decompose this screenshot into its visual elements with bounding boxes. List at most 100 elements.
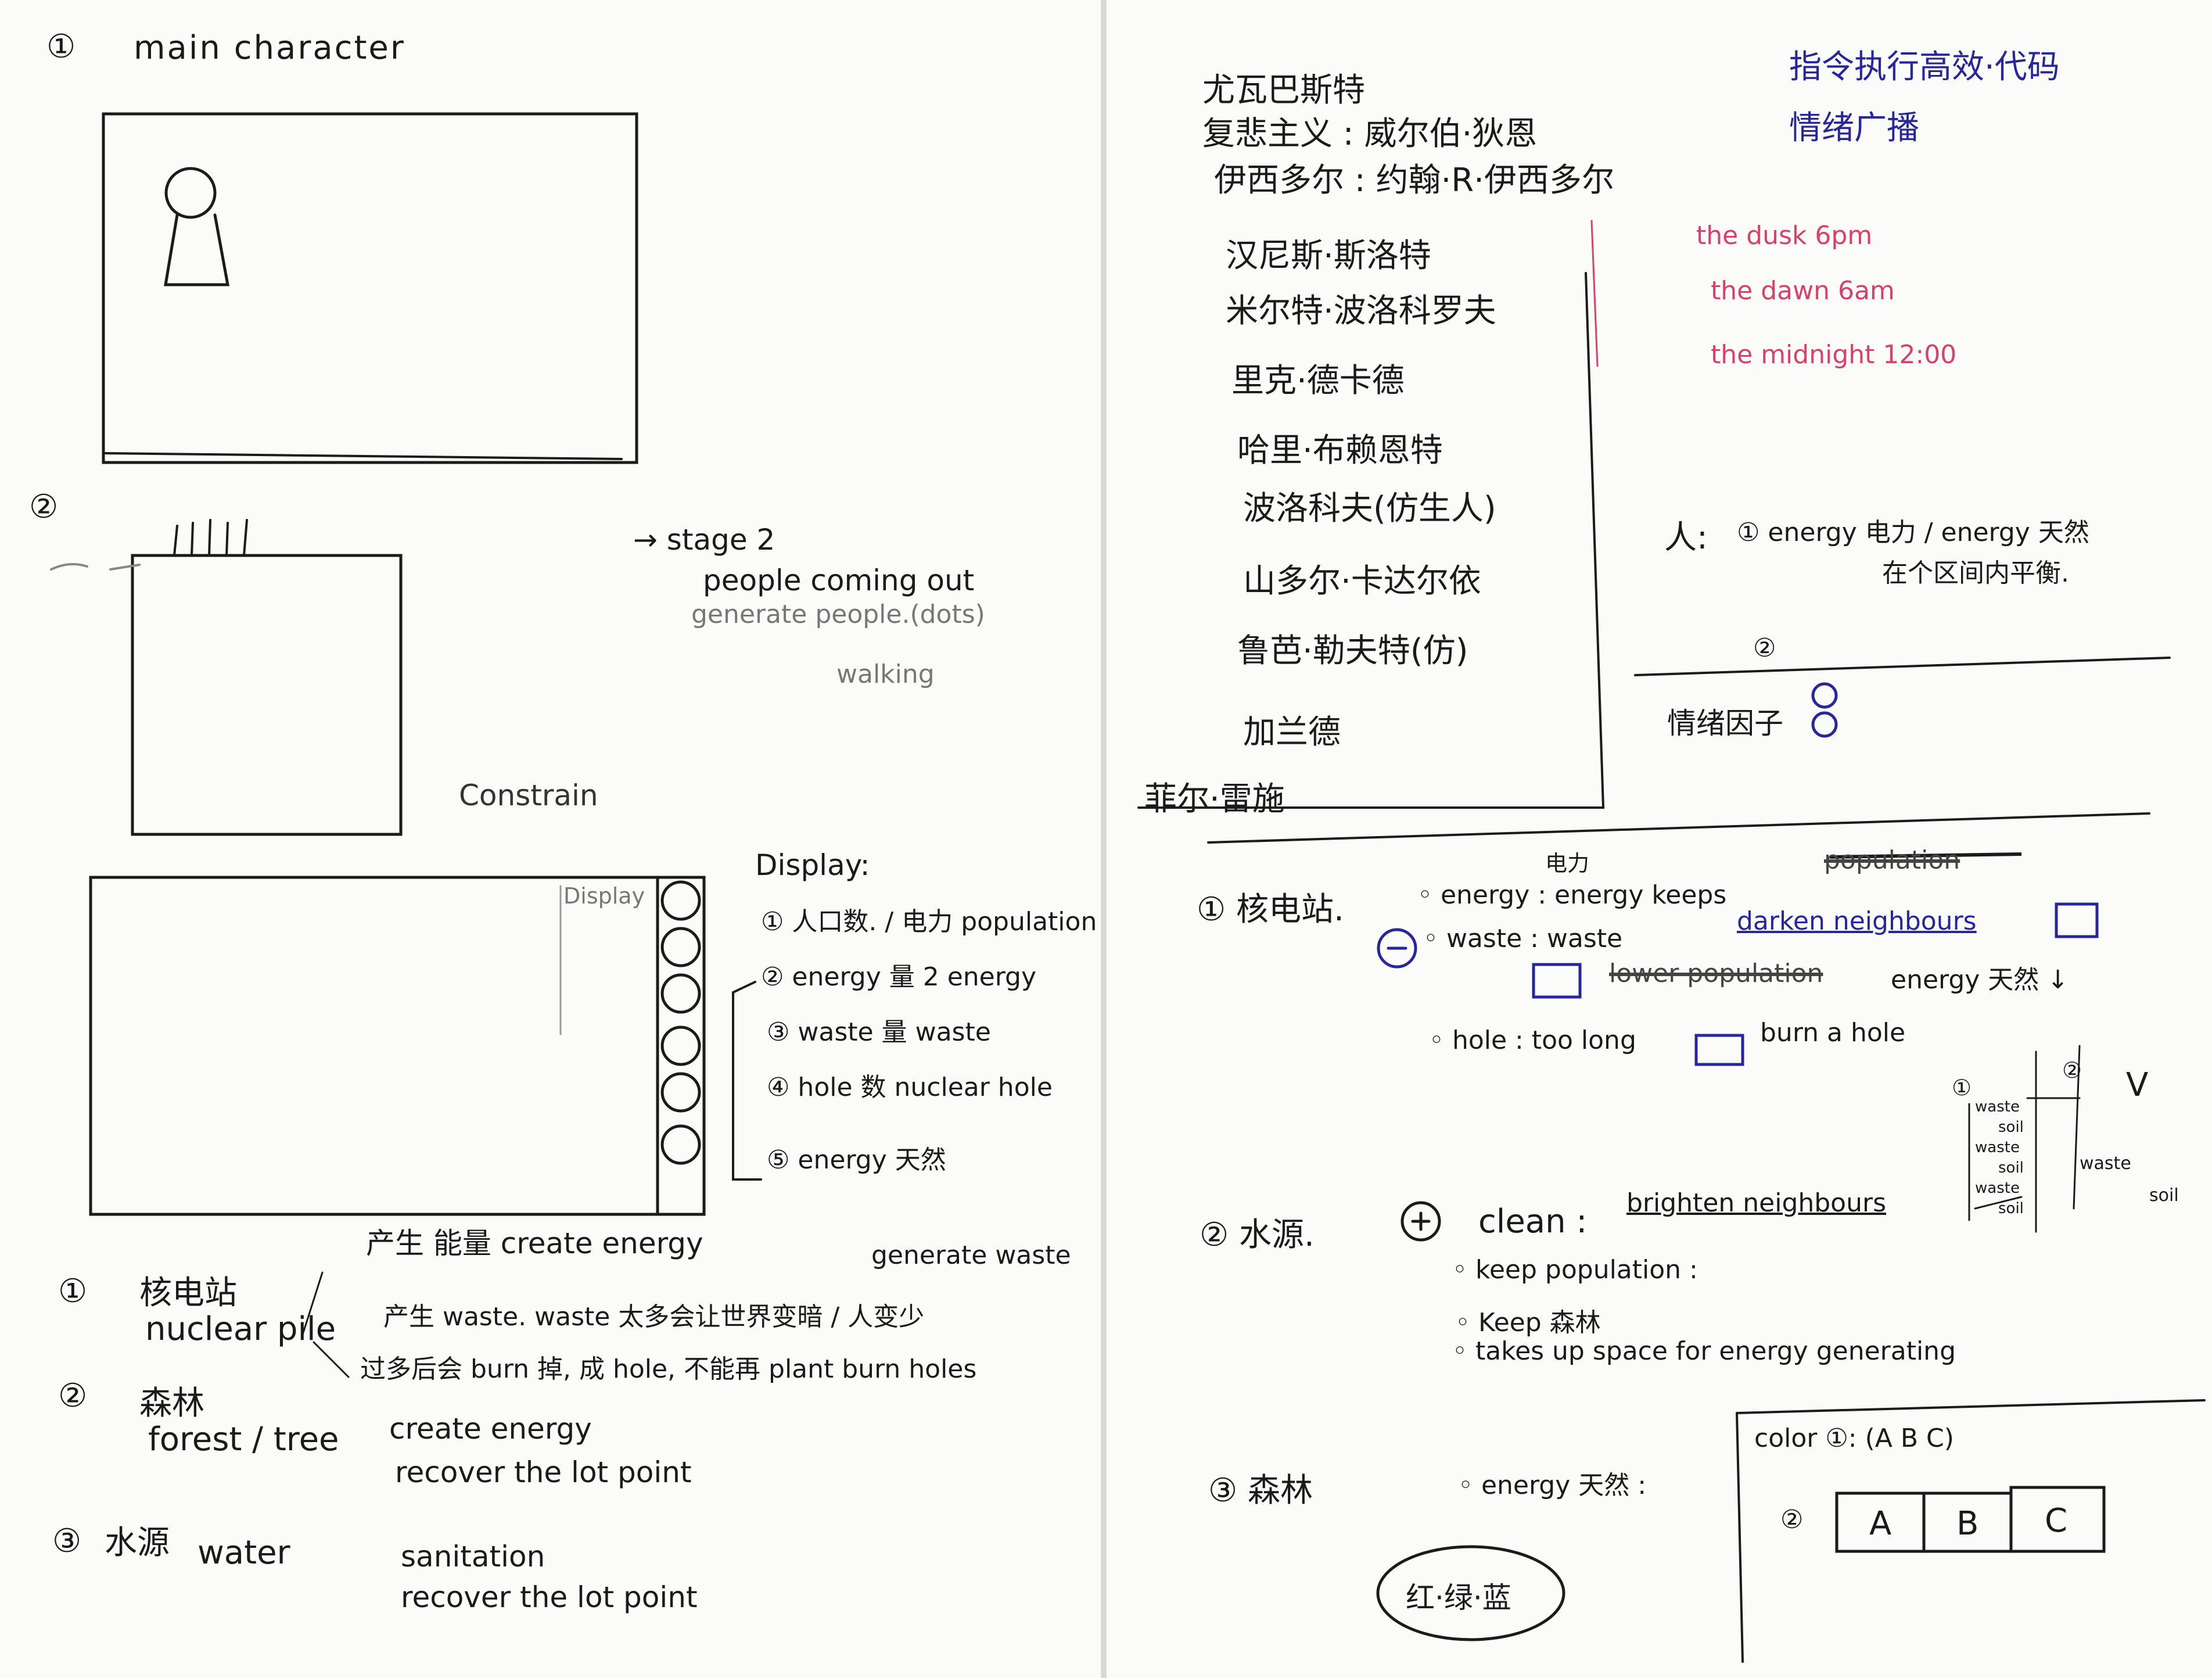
name-3: 伊西多尔 : 约翰·R·伊西多尔 [1214, 162, 1614, 199]
people-ticks [173, 519, 248, 557]
note2-line-b: recover the lot point [395, 1455, 692, 1489]
walking-label: walking [836, 659, 935, 689]
constrain-label: Constrain [459, 779, 598, 812]
name-8: 波洛科夫(仿生人) [1243, 490, 1496, 528]
people-coming-out: people coming out [703, 564, 975, 597]
diag-s2: soil [1998, 1159, 2024, 1177]
name-7: 哈里·布赖恩特 [1237, 432, 1443, 469]
note2-cn: 森林 [139, 1385, 204, 1422]
diag-w1: waste [1975, 1098, 2020, 1116]
minus-circle [1377, 928, 1417, 969]
generate-people: generate people.(dots) [691, 600, 985, 629]
pile-hole-b: burn a hole [1760, 1018, 1906, 1048]
color-box-frame [1736, 1399, 2206, 1663]
pile-waste-effect: darken neighbours [1737, 906, 1977, 936]
display-mock-label: Display [563, 883, 645, 909]
display-item-4: ④ hole 数 nuclear hole [767, 1073, 1053, 1102]
character-body [164, 213, 229, 286]
pile-hole: ◦ hole : too long [1429, 1026, 1636, 1055]
cell-a: A [1869, 1505, 1892, 1543]
plus-circle [1401, 1201, 1441, 1242]
pile-square-1 [2055, 902, 2099, 938]
people-divider [1634, 657, 2171, 676]
section1-number: ① [46, 28, 76, 66]
names-frame [1137, 272, 2150, 844]
pile-row3: energy 天然 ↓ [1891, 965, 2069, 995]
note1-line-b: 产生 waste. waste 太多会让世界变暗 / 人变少 [383, 1302, 925, 1332]
note1-number: ① [58, 1272, 88, 1310]
display-slot-3 [660, 973, 701, 1014]
section2-number: ② [29, 488, 59, 526]
people-line-b: 在个区间内平衡. [1882, 558, 2069, 588]
time-dusk: the dusk 6pm [1696, 221, 1873, 250]
diag-a: ① [1952, 1075, 1972, 1100]
pile-waste: ◦ waste : waste [1423, 924, 1623, 953]
water-bullet-1: ◦ keep population : [1452, 1255, 1698, 1285]
water-clean: clean : [1478, 1203, 1588, 1240]
character-head [164, 167, 217, 219]
stage2-label: → stage 2 [633, 523, 775, 557]
display-bracket [732, 981, 762, 1181]
note2-line-a: create energy [389, 1412, 592, 1446]
note1-line-c: 过多后会 burn 掉, 成 hole, 不能再 plant burn hole… [360, 1354, 977, 1384]
pile-energy-strike: population [1824, 845, 1960, 875]
display-item-3: ③ waste 量 waste [767, 1017, 991, 1047]
people-line-c: ② [1753, 633, 1776, 663]
note3-line-b: recover the lot point [401, 1580, 698, 1614]
pile-heading: ① 核电站. [1197, 891, 1344, 928]
water-clean-effect: brighten neighbours [1626, 1188, 1887, 1218]
people-line-a: ① energy 电力 / energy 天然 [1737, 518, 2089, 547]
left-page [0, 0, 1101, 1678]
note2-en: forest / tree [148, 1421, 339, 1458]
cell-b: B [1956, 1505, 1979, 1543]
note3-line-a: sanitation [401, 1540, 545, 1573]
display-item-5: ⑤ energy 天然 [767, 1145, 946, 1175]
forest-text: ◦ energy 天然 : [1458, 1471, 1647, 1500]
name-5: 米尔特·波洛科罗夫 [1226, 292, 1496, 330]
generate-waste-note: generate waste [871, 1240, 1071, 1270]
water-heading: ② 水源. [1200, 1216, 1315, 1254]
cell-c-box [2009, 1486, 2106, 1553]
display-mock-frame [89, 876, 706, 1216]
display-slot-5 [660, 1072, 701, 1113]
diag-s1: soil [1998, 1118, 2024, 1136]
diag-w3: waste [1975, 1179, 2020, 1197]
name-6: 里克·德卡德 [1231, 362, 1405, 400]
display-slot-1 [660, 880, 701, 921]
pile-energy-label: 电力 [1545, 851, 1590, 876]
people-label: 人: [1664, 519, 1708, 557]
section1-title: main character [134, 29, 405, 67]
display-list-title: Display: [755, 848, 870, 882]
display-slot-6 [660, 1124, 701, 1165]
name-2: 复悲主义 : 威尔伯·狄恩 [1202, 115, 1538, 153]
diag-s4: soil [2149, 1185, 2179, 1206]
display-item-2: ② energy 量 2 energy [761, 962, 1037, 992]
note2-number: ② [58, 1377, 88, 1415]
name-9: 山多尔·卡达尔依 [1243, 562, 1481, 600]
name-12: 菲尔·雷施 [1144, 780, 1285, 818]
name-1: 尤瓦巴斯特 [1202, 71, 1365, 109]
display-item-1: ① 人口数. / 电力 population [761, 907, 1097, 937]
forest-heading: ③ 森林 [1208, 1472, 1313, 1510]
time-dawn: the dawn 6am [1711, 276, 1895, 306]
pile-square-3 [1694, 1034, 1744, 1066]
rgb-oval [1376, 1545, 1565, 1641]
diag-w2: waste [1975, 1139, 2020, 1156]
color-row-number: ② [1780, 1505, 1804, 1534]
people-line-d: 情绪因子 [1667, 707, 1783, 740]
color-label: color ①: (A B C) [1754, 1424, 1954, 1453]
note3-number: ③ [52, 1522, 82, 1560]
time-midnight: the midnight 12:00 [1711, 340, 1957, 370]
diag-b: ② [2062, 1057, 2082, 1083]
note1-cn: 核电站 [139, 1274, 237, 1312]
name-4: 汉尼斯·斯洛特 [1226, 237, 1431, 275]
diag-w4: waste [2080, 1153, 2131, 1174]
blue-note-2: 情绪广播 [1789, 109, 1919, 147]
water-bullet-2: ◦ Keep 森林 [1455, 1308, 1601, 1338]
name-10: 鲁芭·勒夫特(仿) [1237, 632, 1468, 670]
name-11: 加兰德 [1243, 713, 1341, 751]
display-slot-4 [660, 1026, 701, 1066]
cell-c: C [2045, 1502, 2068, 1540]
pile-square-2 [1532, 963, 1582, 999]
